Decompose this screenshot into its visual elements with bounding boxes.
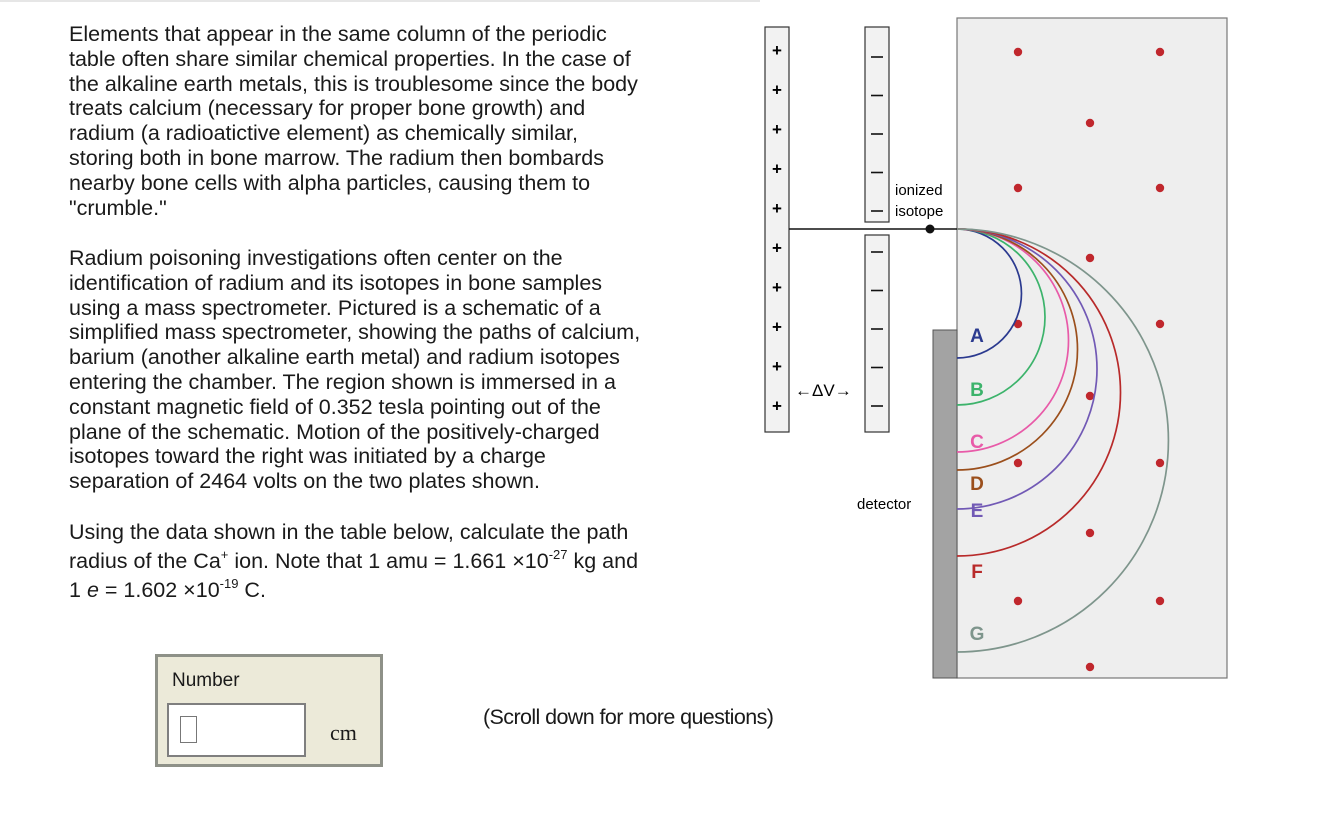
field-dot [1013, 596, 1023, 606]
plus-sign: + [772, 278, 782, 297]
plus-sign: + [772, 160, 782, 179]
isotope-path-d [956, 228, 1079, 471]
text-cursor-icon [180, 716, 197, 743]
field-dot [1013, 183, 1023, 193]
magnetic-field-chamber [956, 17, 1228, 679]
plus-sign: + [772, 318, 782, 337]
negative-plate-upper [864, 26, 890, 223]
isotope-path-c [956, 228, 1070, 453]
plus-sign: + [772, 81, 782, 100]
calc-line-2: radius of the Ca+ ion. Note that 1 amu =… [69, 547, 639, 573]
plus-sign: + [772, 397, 782, 416]
path-label-e: E [971, 501, 984, 522]
field-dot [1085, 118, 1095, 128]
e-exponent: -19 [219, 576, 239, 591]
detector-label: detector [857, 496, 911, 513]
negative-charges [871, 56, 883, 407]
field-dot [1085, 391, 1095, 401]
calc-line-3: 1 e = 1.602 ×10-19 C. [69, 576, 266, 602]
calc-line-1: Using the data shown in the table below,… [69, 520, 629, 544]
scroll-note: (Scroll down for more questions) [483, 705, 774, 729]
isotope-path-labels: A B CDE F G [970, 326, 985, 645]
electron-charge-symbol: e [86, 578, 99, 602]
plus-sign: + [772, 41, 782, 60]
ion-charge: + [220, 547, 229, 562]
detector-plate [932, 329, 958, 679]
answer-panel: Number cm [155, 654, 383, 767]
ionized-label: ionized [895, 182, 943, 199]
isotope-label: isotope [895, 203, 943, 220]
magnetic-field-dots [1013, 47, 1165, 672]
answer-input[interactable] [167, 703, 306, 757]
plus-sign: + [772, 239, 782, 258]
path-label-a: A [970, 326, 984, 347]
question-paragraph-2: Radium poisoning investigations often ce… [69, 246, 641, 494]
top-divider [0, 0, 760, 2]
ionized-isotope-dot [925, 224, 935, 234]
field-dot [1085, 253, 1095, 263]
isotope-paths [956, 228, 1170, 653]
isotope-path-a [956, 228, 1023, 359]
amu-exponent: -27 [548, 547, 568, 562]
field-dot [1085, 662, 1095, 672]
path-label-g: G [970, 624, 985, 645]
negative-plate-lower [864, 234, 890, 433]
question-paragraph-1: Elements that appear in the same column … [69, 22, 638, 220]
path-label-c: C [970, 432, 984, 453]
isotope-path-b [956, 228, 1046, 406]
path-label-b: B [970, 380, 984, 401]
calculation-prompt: Using the data shown in the table below,… [69, 518, 759, 605]
plus-sign: + [772, 357, 782, 376]
field-dot [1155, 319, 1165, 329]
plus-sign: + [772, 199, 782, 218]
path-label-d: D [970, 474, 984, 495]
field-dot [1085, 528, 1095, 538]
field-dot [1155, 458, 1165, 468]
path-label-f: F [971, 562, 983, 583]
field-dot [1155, 596, 1165, 606]
field-dot [1013, 47, 1023, 57]
isotope-path-f [956, 228, 1122, 557]
isotope-path-e [956, 228, 1098, 510]
positive-charges: + + + + + + + + + + [772, 41, 782, 416]
answer-label: Number [172, 670, 240, 691]
plus-sign: + [772, 120, 782, 139]
field-dot [1155, 47, 1165, 57]
field-dot [1013, 458, 1023, 468]
isotope-path-g [956, 228, 1170, 653]
delta-v-label: ←ΔV→ [795, 381, 852, 400]
field-dot [1155, 183, 1165, 193]
positive-plate [764, 26, 790, 433]
answer-unit: cm [330, 720, 357, 745]
